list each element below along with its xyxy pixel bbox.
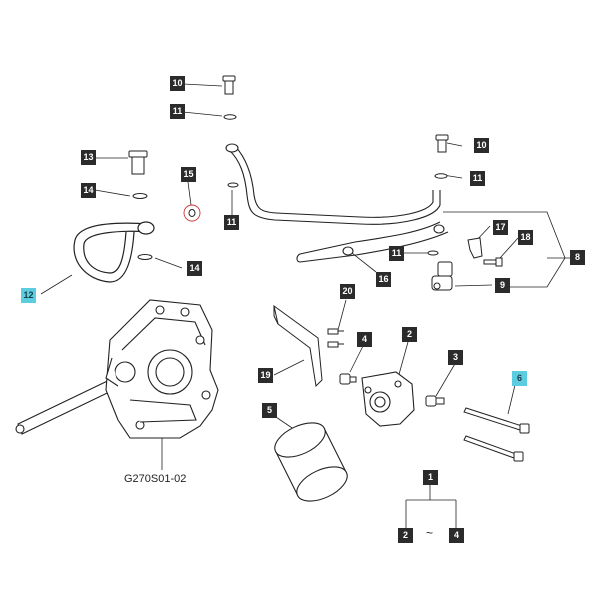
leader-line bbox=[397, 341, 409, 379]
leader-line bbox=[40, 274, 73, 295]
callout-2-bottom[interactable]: 2 bbox=[398, 528, 413, 543]
callout-11-right[interactable]: 11 bbox=[470, 171, 485, 186]
oil-filter bbox=[274, 422, 348, 502]
hydraulic-pump-assembly bbox=[15, 299, 219, 439]
callout-3[interactable]: 3 bbox=[448, 350, 463, 365]
leader-line bbox=[435, 361, 457, 397]
callout-11-union[interactable]: 11 bbox=[389, 246, 404, 261]
callout-15[interactable]: 15 bbox=[181, 167, 196, 182]
leader-line bbox=[507, 384, 516, 415]
sealing-washer-right bbox=[434, 173, 448, 179]
leader-line bbox=[187, 181, 192, 206]
callout-6[interactable]: 6 bbox=[512, 371, 527, 386]
fitting bbox=[425, 395, 445, 407]
leader-line bbox=[94, 189, 131, 197]
callout-13[interactable]: 13 bbox=[81, 150, 96, 165]
leader-line bbox=[499, 237, 519, 259]
callout-14-top[interactable]: 14 bbox=[81, 183, 96, 198]
leader-line bbox=[351, 252, 377, 273]
callout-14-bottom[interactable]: 14 bbox=[187, 261, 202, 276]
oil-pipe bbox=[225, 143, 449, 263]
banjo-bolt-left bbox=[128, 150, 148, 175]
callout-16[interactable]: 16 bbox=[376, 272, 391, 287]
clamp bbox=[467, 237, 483, 259]
callout-10-top[interactable]: 10 bbox=[170, 76, 185, 91]
filter-head bbox=[361, 371, 415, 427]
callout-17[interactable]: 17 bbox=[493, 220, 508, 235]
leader-line bbox=[154, 257, 183, 269]
callout-19[interactable]: 19 bbox=[258, 368, 273, 383]
leader-line bbox=[182, 83, 223, 87]
callout-2-top[interactable]: 2 bbox=[402, 327, 417, 342]
leader-line bbox=[349, 343, 365, 373]
leader-line bbox=[273, 359, 305, 376]
callout-12[interactable]: 12 bbox=[21, 288, 36, 303]
bracket bbox=[273, 304, 323, 388]
leader-line bbox=[182, 111, 223, 117]
banjo-bolt-right bbox=[435, 134, 449, 153]
bracket-bolts bbox=[327, 328, 344, 348]
callout-11-top[interactable]: 11 bbox=[170, 104, 185, 119]
leader-line bbox=[337, 299, 347, 331]
callout-4-bottom[interactable]: 4 bbox=[449, 528, 464, 543]
leader-line bbox=[446, 142, 463, 147]
bracket-edge bbox=[273, 306, 279, 325]
sealing-washer-left bbox=[132, 193, 148, 199]
callout-1[interactable]: 1 bbox=[423, 470, 438, 485]
callout-10-right[interactable]: 10 bbox=[474, 138, 489, 153]
clamp-bolt bbox=[483, 257, 503, 267]
callout-5[interactable]: 5 bbox=[262, 403, 277, 418]
callout-11-mid[interactable]: 11 bbox=[224, 215, 239, 230]
sealing-washer-top bbox=[223, 114, 237, 120]
sealing-washer-bottom bbox=[137, 254, 153, 260]
range-symbol: ~ bbox=[426, 526, 434, 540]
plug bbox=[339, 373, 357, 385]
callout-8[interactable]: 8 bbox=[570, 250, 585, 265]
leader-line bbox=[454, 284, 493, 287]
sealing-washer-mid bbox=[227, 182, 239, 188]
hose bbox=[73, 221, 155, 283]
callout-18[interactable]: 18 bbox=[518, 230, 533, 245]
figure-reference: G270S01-02 bbox=[124, 473, 187, 485]
callout-4-top[interactable]: 4 bbox=[357, 332, 372, 347]
banjo-bolt-top bbox=[222, 75, 236, 95]
o-ring bbox=[183, 204, 201, 222]
long-bolts bbox=[463, 407, 530, 462]
union-fitting bbox=[431, 261, 453, 291]
callout-20[interactable]: 20 bbox=[340, 284, 355, 299]
sealing-washer-union bbox=[427, 250, 439, 256]
callout-9[interactable]: 9 bbox=[495, 278, 510, 293]
